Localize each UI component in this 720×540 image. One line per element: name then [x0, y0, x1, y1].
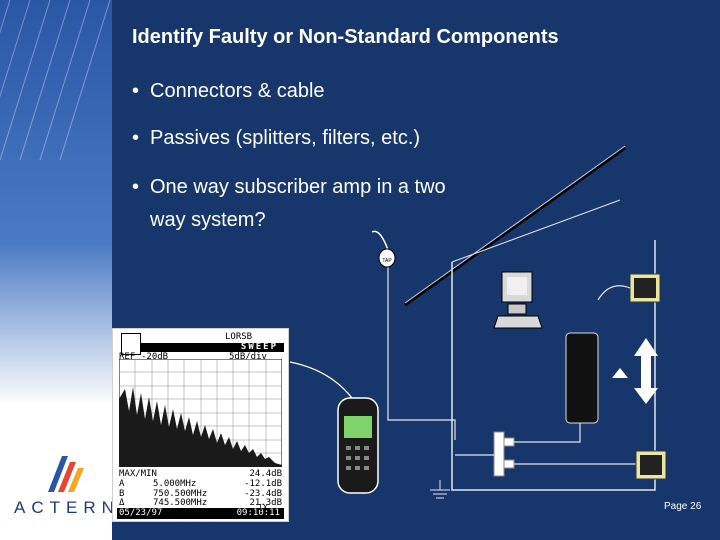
feed-cable [387, 262, 456, 440]
acterna-logo-mark [48, 456, 84, 492]
splitter [493, 431, 505, 477]
acterna-logo-text: ACTERNA [14, 498, 112, 517]
mode-label: SWEEP [240, 342, 278, 352]
tap-device [378, 248, 396, 268]
bullet-text: way system? [150, 209, 266, 231]
drop-cable [371, 230, 389, 251]
row-freq: 5.000MHz [153, 479, 197, 489]
slide-title: Identify Faulty or Non-Standard Componen… [132, 26, 559, 48]
bullet-marker: • [132, 80, 140, 102]
bullet-text: Passives (splitters, filters, etc.) [150, 127, 421, 149]
row-value: 24.4dB [249, 469, 282, 479]
date-bar: 05/23/97 09:10:11 [117, 508, 284, 519]
handheld-meter [337, 397, 379, 494]
computer-keyboard [493, 315, 543, 329]
bullet-marker: • [132, 127, 140, 149]
table-row: A 5.000MHz -12.1dB [119, 479, 282, 489]
roof-line [404, 146, 626, 307]
sweep-trace [119, 387, 282, 467]
pointer-line [289, 361, 353, 399]
page-number: Page 26 [664, 501, 702, 512]
row-freq: 745.500MHz [153, 498, 208, 508]
tap-label: TAP [382, 258, 392, 264]
bidirectional-arrow [634, 338, 658, 404]
row-value: -23.4dB [244, 489, 282, 499]
ref-value: -20dB [141, 352, 169, 362]
small-arrow [612, 368, 628, 378]
analyzer-screen: LORSB SWEEP REF -20dB 5dB/div MAX/MIN 24… [112, 328, 289, 522]
table-row: MAX/MIN 24.4dB [119, 469, 282, 479]
row-label: B [119, 489, 125, 499]
row-label: Δ [119, 498, 125, 508]
row-value: 21.3dB [249, 498, 282, 508]
ref-label: REF [119, 352, 136, 362]
mode-bar: SWEEP [141, 342, 284, 352]
table-row: Δ 745.500MHz 21.3dB [119, 498, 282, 508]
house-ceiling [451, 199, 621, 263]
bullet-text: Connectors & cable [150, 80, 325, 102]
zoom-label: 1X [258, 503, 268, 512]
analyzer-header: LORSB [225, 332, 253, 342]
bullet-marker: • [132, 176, 140, 198]
bullet-text: One way subscriber amp in a two [150, 176, 446, 198]
document-icon [121, 333, 141, 355]
table-row: B 750.500MHz -23.4dB [119, 489, 282, 499]
left-band: ACTERNA [0, 0, 112, 540]
row-label: A [119, 479, 125, 489]
row-value: -12.1dB [244, 479, 282, 489]
question-mark: ? [642, 367, 648, 379]
date-label: 05/23/97 [119, 508, 163, 518]
sweep-graph [119, 359, 282, 467]
time-label: 09:10:11 [236, 508, 280, 518]
network-diagram: TAP ? [289, 145, 667, 499]
diagonal-stripes [0, 0, 111, 161]
row-label: MAX/MIN [119, 469, 157, 479]
row-freq: 750.500MHz [153, 489, 208, 499]
house-wall [451, 240, 656, 491]
amplifier [565, 332, 599, 424]
scale-label: 5dB/div [229, 352, 267, 362]
roof-highlight [404, 145, 626, 304]
meter-screen [344, 416, 372, 438]
